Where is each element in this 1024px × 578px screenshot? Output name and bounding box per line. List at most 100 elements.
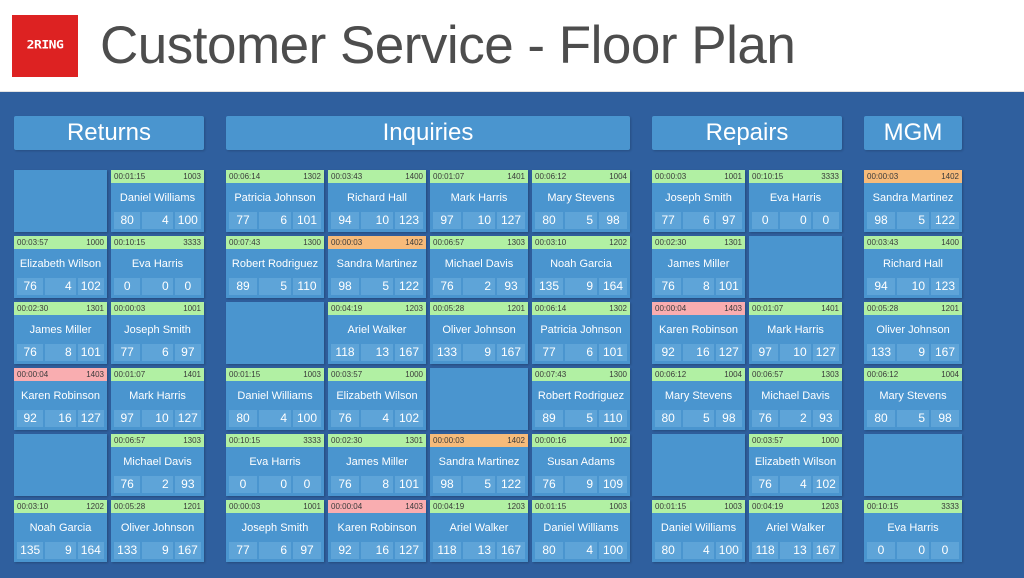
agent-metric-1: 98 [867,212,895,229]
agent-timer: 00:01:07 [752,304,784,313]
agent-timer: 00:00:04 [17,370,49,379]
agent-metric-2: 4 [142,212,173,229]
agent-metric-3: 122 [395,278,423,295]
agent-metric-3: 122 [497,476,525,493]
agent-metric-3: 97 [715,212,742,229]
agent-name: Mary Stevens [879,389,947,402]
group-header-repairs[interactable]: Repairs [652,116,842,150]
agent-name: Karen Robinson [659,323,738,336]
agent-timer: 00:06:12 [867,370,899,379]
group-header-returns[interactable]: Returns [14,116,204,150]
agent-extension: 3333 [183,238,201,247]
agent-name: Karen Robinson [337,521,417,534]
agent-timer: 00:01:15 [535,502,567,511]
page-title: Customer Service - Floor Plan [100,16,796,75]
agent-timer: 00:03:43 [331,172,363,181]
agent-timer: 00:04:19 [752,502,784,511]
agent-metric-1: 97 [433,212,461,229]
agent-extension: 1403 [724,304,742,313]
group-header-mgm[interactable]: MGM [864,116,962,150]
agent-metric-1: 94 [331,212,359,229]
agent-metric-2: 2 [142,476,173,493]
agent-timer: 00:00:03 [433,436,465,445]
agent-extension: 1001 [303,502,321,511]
agent-name: Michael Davis [761,389,830,402]
agent-name: Joseph Smith [241,521,309,534]
agent-name: Oliver Johnson [120,521,195,534]
agent-metric-2: 5 [897,212,929,229]
page-header: 2RING Customer Service - Floor Plan [0,0,1024,92]
agent-metric-1: 135 [17,542,44,559]
agent-name: Elizabeth Wilson [19,257,102,270]
agent-extension: 1003 [303,370,321,379]
agent-metric-1: 76 [17,344,44,361]
agent-metric-2: 0 [142,278,173,295]
group-header-inquiries[interactable]: Inquiries [226,116,630,150]
